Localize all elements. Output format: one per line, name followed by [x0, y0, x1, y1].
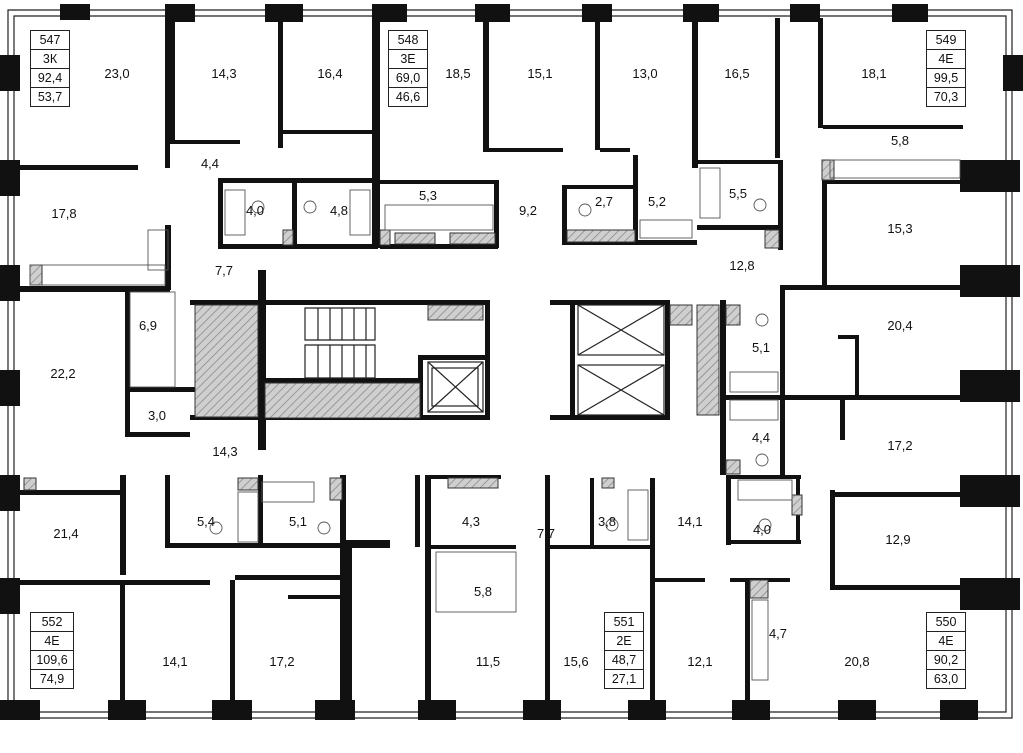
apartment-total-area: 48,7: [605, 651, 643, 670]
room-area-label: 4,3: [462, 514, 480, 529]
room-area-label: 5,2: [648, 194, 666, 209]
room-area-label: 15,3: [887, 221, 912, 236]
room-area-label: 4,8: [330, 203, 348, 218]
room-area-label: 3,8: [598, 514, 616, 529]
apartment-card-551[interactable]: 551 2Е 48,7 27,1: [604, 612, 644, 689]
fixtures: [29, 159, 961, 681]
room-area-label: 11,5: [476, 654, 500, 669]
room-area-label: 4,4: [201, 156, 219, 171]
apartment-number: 551: [605, 613, 643, 632]
interior-walls: [20, 18, 965, 718]
room-area-label: 21,4: [53, 526, 78, 541]
room-area-label: 16,4: [317, 66, 342, 81]
room-area-label: 18,1: [861, 66, 886, 81]
room-area-label: 20,8: [844, 654, 869, 669]
apartment-number: 548: [389, 31, 427, 50]
apartment-card-549[interactable]: 549 4Е 99,5 70,3: [926, 30, 966, 107]
room-area-label: 16,5: [724, 66, 749, 81]
room-area-label: 4,4: [752, 430, 770, 445]
apartment-type: 2Е: [605, 632, 643, 651]
apartment-living-area: 46,6: [395, 90, 421, 104]
room-area-label: 14,1: [162, 654, 187, 669]
apartment-card-550[interactable]: 550 4Е 90,2 63,0: [926, 612, 966, 689]
room-labels: 23,0 14,3 16,4 18,5 15,1 13,0 16,5 18,1 …: [50, 66, 912, 669]
apartment-card-552[interactable]: 552 4Е 109,6 74,9: [30, 612, 74, 689]
room-area-label: 17,2: [269, 654, 294, 669]
room-area-label: 5,5: [729, 186, 747, 201]
apartment-type: 4Е: [31, 632, 73, 651]
apartment-type: 4Е: [927, 50, 965, 69]
room-area-label: 3,0: [148, 408, 166, 423]
apartment-total-area: 92,4: [31, 69, 69, 88]
apartment-number: 549: [927, 31, 965, 50]
room-area-label: 5,1: [752, 340, 770, 355]
room-area-label: 12,8: [729, 258, 754, 273]
room-area-label: 22,2: [50, 366, 75, 381]
room-area-label: 4,0: [753, 522, 771, 537]
room-area-label: 5,1: [289, 514, 307, 529]
room-area-label: 13,0: [632, 66, 657, 81]
room-area-label: 6,9: [139, 318, 157, 333]
facade-columns: [0, 4, 1023, 720]
room-area-label: 12,9: [885, 532, 910, 547]
room-area-label: 5,8: [891, 133, 909, 148]
room-area-label: 7,7: [215, 263, 233, 278]
apartment-total-area: 69,0: [389, 69, 427, 88]
room-area-label: 4,0: [246, 203, 264, 218]
apartment-number: 547: [31, 31, 69, 50]
apartment-number: 550: [927, 613, 965, 632]
room-area-label: 15,1: [527, 66, 552, 81]
apartment-living-area: 27,1: [611, 672, 637, 686]
room-area-label: 15,6: [563, 654, 588, 669]
room-area-label: 9,2: [519, 203, 537, 218]
apartment-type: 4Е: [927, 632, 965, 651]
apartment-number: 552: [31, 613, 73, 632]
room-area-label: 5,3: [419, 188, 437, 203]
apartment-living-area: 74,9: [39, 672, 65, 686]
room-area-label: 7,7: [537, 526, 555, 541]
hatched-structure: [23, 159, 835, 599]
room-area-label: 5,8: [474, 584, 492, 599]
apartment-living-area: 53,7: [37, 90, 63, 104]
room-area-label: 17,2: [887, 438, 912, 453]
elevator-shafts: [427, 304, 665, 416]
room-area-label: 14,1: [677, 514, 702, 529]
apartment-type: 3Е: [389, 50, 427, 69]
room-area-label: 2,7: [595, 194, 613, 209]
apartment-total-area: 90,2: [927, 651, 965, 670]
apartment-total-area: 99,5: [927, 69, 965, 88]
room-area-label: 12,1: [687, 654, 712, 669]
room-area-label: 4,7: [769, 626, 787, 641]
apartment-living-area: 63,0: [933, 672, 959, 686]
room-area-label: 14,3: [211, 66, 236, 81]
apartment-card-547[interactable]: 547 3К 92,4 53,7: [30, 30, 70, 107]
room-area-label: 20,4: [887, 318, 912, 333]
apartment-card-548[interactable]: 548 3Е 69,0 46,6: [388, 30, 428, 107]
room-area-label: 14,3: [212, 444, 237, 459]
apartment-living-area: 70,3: [933, 90, 959, 104]
stairwell: [304, 307, 376, 379]
apartment-total-area: 109,6: [31, 651, 73, 670]
room-area-label: 23,0: [104, 66, 129, 81]
apartment-type: 3К: [31, 50, 69, 69]
room-area-label: 17,8: [51, 206, 76, 221]
room-area-label: 18,5: [445, 66, 470, 81]
room-area-label: 5,4: [197, 514, 215, 529]
